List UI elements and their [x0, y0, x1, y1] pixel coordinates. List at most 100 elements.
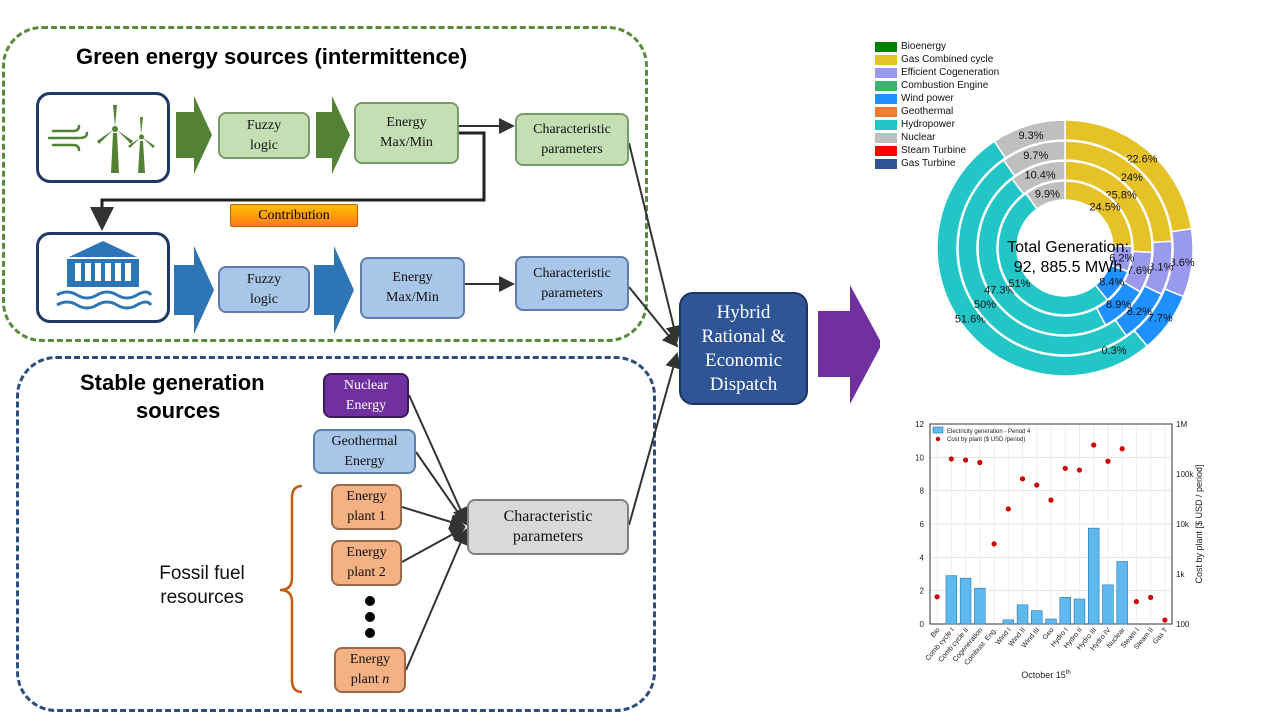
legend-item: Hydropower — [875, 118, 999, 131]
donut-slice-label: 8.4% — [1099, 277, 1124, 289]
donut-slice-label: 25.8% — [1106, 190, 1137, 202]
y2-tick-label: 10k — [1176, 520, 1190, 529]
ellipsis-dot — [365, 596, 375, 606]
donut-slice-label: 7.7% — [1148, 313, 1173, 325]
legend-label: Wind power — [901, 93, 954, 104]
donut-slice-label: 51.6% — [955, 314, 986, 326]
generation-donut-chart: 22.6%8.6%7.7%51.6%9.3%24%8.1%8.2%50%9.7%… — [936, 119, 1195, 377]
legend-swatch — [875, 106, 897, 117]
y-tick-label: 12 — [915, 420, 924, 429]
y2-tick-label: 1M — [1176, 420, 1187, 429]
cost-point — [1105, 458, 1111, 464]
legend-swatch — [875, 67, 897, 78]
y-tick-label: 2 — [920, 587, 925, 596]
cost-point — [1034, 482, 1040, 488]
x-axis-label-sup: th — [1066, 670, 1071, 676]
cost-point — [991, 541, 997, 547]
donut-slice-label: 8.1% — [1148, 262, 1173, 274]
energy-plant-n-box: Energy plant n — [334, 647, 406, 693]
donut-slice-label: 8.2% — [1127, 306, 1152, 318]
wind-turbine-icon — [36, 92, 170, 183]
donut-slice-label: 10.4% — [1025, 170, 1056, 182]
generation-bar — [1045, 618, 1057, 625]
cost-point — [948, 456, 954, 462]
donut-slice-label: 51% — [1008, 278, 1030, 290]
y-tick-label: 8 — [920, 487, 925, 496]
legend-label: Bioenergy — [901, 41, 947, 52]
generation-bar — [1116, 561, 1128, 625]
stable-panel-title-line2: sources — [136, 398, 221, 423]
donut-slice-label: 22.6% — [1126, 154, 1157, 166]
legend-bar-swatch — [932, 426, 944, 434]
legend-label: Steam Turbine — [901, 145, 967, 156]
bar-legend-cost: Cost by plant ($ USD /period) — [947, 437, 1025, 443]
bar-legend-generation: Electricity generation - Period 4 — [947, 429, 1031, 435]
legend-label: Gas Combined cycle — [901, 54, 994, 65]
generation-bar — [1002, 619, 1015, 625]
legend-label: Nuclear — [901, 132, 936, 143]
cost-point — [962, 457, 969, 463]
generation-bar — [1031, 610, 1043, 625]
ellipsis-dot — [365, 628, 375, 638]
blue-arrow-2 — [314, 246, 354, 334]
legend-label: Geothermal — [901, 106, 954, 117]
cost-point — [1133, 599, 1140, 605]
legend-item: Steam Turbine — [875, 144, 999, 157]
donut-slice — [1002, 140, 1066, 177]
x-axis-label: October 15th — [1021, 670, 1071, 680]
y2-tick-label: 1k — [1176, 570, 1185, 579]
legend-item: Nuclear — [875, 131, 999, 144]
y-tick-label: 10 — [915, 453, 924, 462]
contribution-label: Contribution — [230, 204, 358, 227]
fossil-brace — [279, 484, 303, 694]
cost-point — [1076, 467, 1083, 473]
cost-point — [934, 594, 940, 600]
legend-swatch — [875, 93, 897, 104]
ellipsis-dot — [365, 612, 375, 622]
legend-label: Efficient Cogeneration — [901, 67, 1000, 78]
cost-point — [1048, 497, 1054, 503]
stable-sources-panel — [16, 356, 656, 712]
cost-point — [1091, 442, 1097, 448]
donut-slice-label: 9.3% — [1018, 130, 1043, 142]
generation-bar — [959, 577, 972, 625]
cost-point — [1148, 594, 1154, 601]
x-tick-label: Gas T — [1152, 626, 1170, 646]
purple-arrow — [818, 285, 880, 404]
generation-bar — [974, 587, 986, 625]
cost-point — [977, 459, 983, 466]
donut-slice-label: 9.7% — [1023, 150, 1048, 162]
legend-swatch — [875, 80, 897, 91]
y-tick-label: 6 — [920, 520, 925, 529]
legend-item: Bioenergy — [875, 40, 999, 53]
donut-extra-label: 0.3% — [1101, 345, 1126, 357]
cost-point — [1162, 617, 1168, 623]
legend-swatch — [875, 119, 897, 130]
donut-center-value: 92, 885.5 MWh — [1014, 259, 1123, 276]
legend-item: Gas Combined cycle — [875, 53, 999, 66]
green-arrow-1 — [176, 96, 212, 174]
y2-tick-label: 100k — [1176, 470, 1194, 479]
x-tick-label: Bio — [930, 627, 942, 639]
donut-slice-label: 7.6% — [1127, 265, 1152, 277]
hydro-dam-icon — [36, 232, 170, 323]
donut-slice — [1024, 180, 1066, 211]
legend-label: Combustion Engine — [901, 80, 989, 91]
generation-bar — [945, 575, 958, 625]
donut-slice-label: 8.9% — [1106, 299, 1131, 311]
y2-axis-label: Cost by plant [$ USD / period] — [1194, 464, 1204, 583]
y-tick-label: 0 — [920, 620, 925, 629]
generation-bar — [1016, 604, 1029, 625]
legend-point-swatch — [935, 436, 941, 442]
donut-slice-label: 8.6% — [1170, 257, 1195, 269]
legend-item: Combustion Engine — [875, 79, 999, 92]
